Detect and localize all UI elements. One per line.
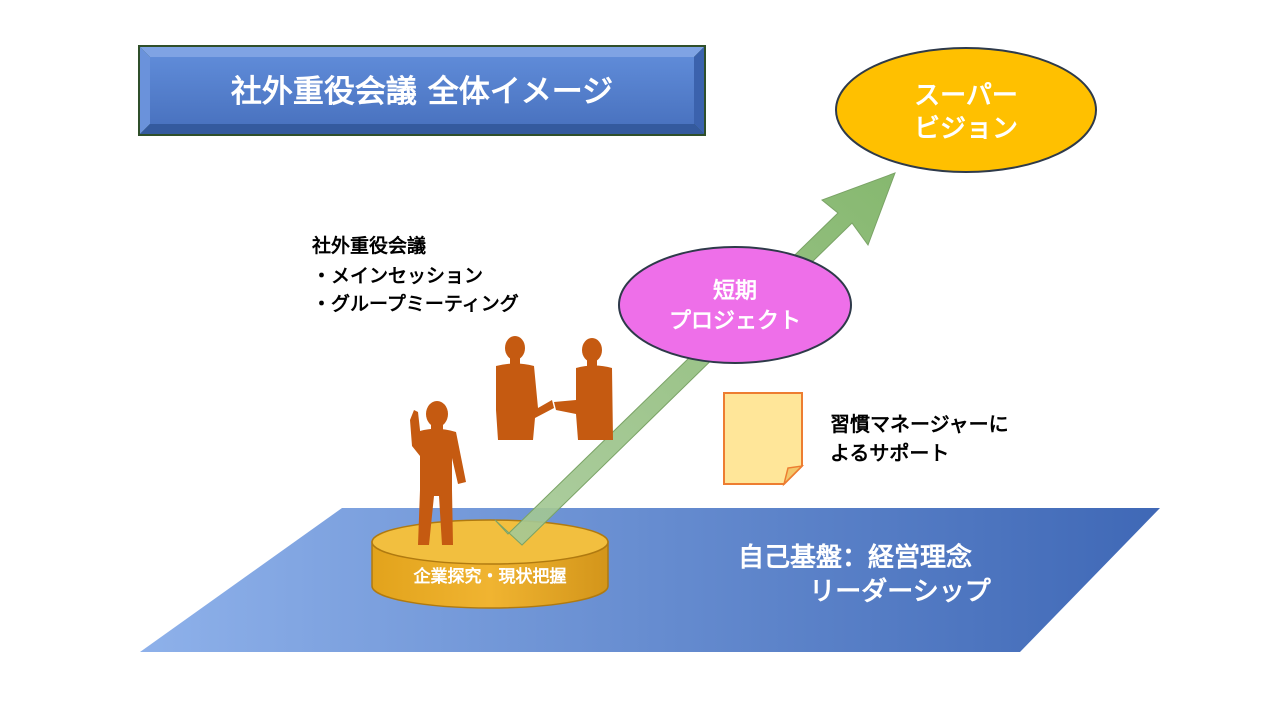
support-line2: よるサポート bbox=[830, 441, 949, 465]
presenter-pointing-icon bbox=[410, 401, 466, 545]
meeting-item-2: ・グループミーティング bbox=[312, 292, 519, 315]
project-line1: 短期 bbox=[713, 279, 757, 304]
foundation-platform bbox=[140, 508, 1160, 652]
title-bevel-left bbox=[140, 47, 150, 134]
pedestal: 企業探究・現状把握 bbox=[371, 519, 609, 609]
goal-line1: スーパー bbox=[914, 81, 1018, 111]
meeting-item-1: ・メインセッション bbox=[312, 265, 483, 287]
title-bevel-right bbox=[694, 47, 704, 134]
foundation-line1: 自己基盤：経営理念 bbox=[738, 542, 972, 573]
businessmen-handshake-icon bbox=[496, 336, 613, 440]
foundation-line2: リーダーシップ bbox=[809, 576, 991, 607]
goal-ellipse: スーパー ビジョン bbox=[835, 47, 1097, 173]
pedestal-top bbox=[371, 519, 609, 565]
note-icon bbox=[723, 392, 805, 487]
goal-shape bbox=[835, 47, 1097, 173]
goal-line2: ビジョン bbox=[914, 114, 1018, 144]
title-bevel-top bbox=[140, 47, 704, 57]
page-title: 社外重役会議 全体イメージ bbox=[231, 74, 613, 110]
pedestal-label: 企業探究・現状把握 bbox=[413, 566, 567, 587]
project-line2: プロジェクト bbox=[669, 309, 801, 334]
project-ellipse: 短期 プロジェクト bbox=[618, 246, 852, 364]
project-shape bbox=[618, 246, 852, 364]
support-line1: 習慣マネージャーに bbox=[830, 412, 1009, 436]
title-box: 社外重役会議 全体イメージ bbox=[138, 45, 706, 136]
title-bevel-bottom bbox=[140, 124, 704, 134]
meeting-heading: 社外重役会議 bbox=[311, 234, 426, 257]
title-face bbox=[150, 57, 694, 124]
note-fold bbox=[782, 464, 805, 487]
